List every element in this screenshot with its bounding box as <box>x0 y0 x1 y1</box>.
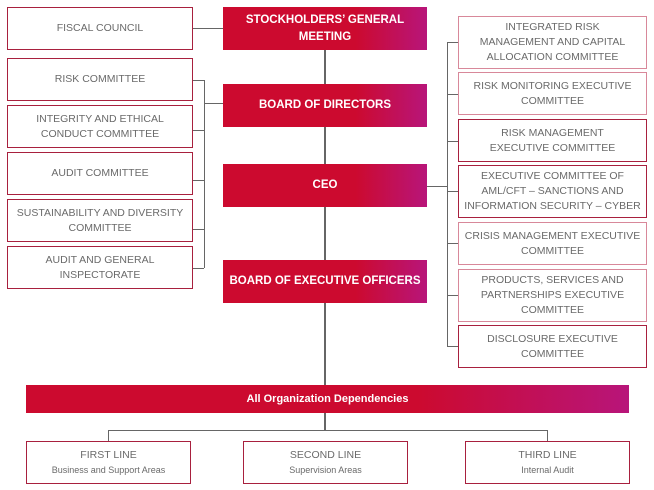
left-tick <box>193 268 204 269</box>
right-tick <box>447 42 458 43</box>
third-line-box: THIRD LINE Internal Audit <box>465 441 630 484</box>
right-tick <box>447 141 458 142</box>
second-line-box: SECOND LINE Supervision Areas <box>243 441 408 484</box>
ceo-right-link <box>426 186 447 187</box>
second-line-subtitle: Supervision Areas <box>289 464 362 475</box>
right-committee-box: RISK MANAGEMENT EXECUTIVE COMMITTEE <box>458 119 647 162</box>
left-committee-box: INTEGRITY AND ETHICAL CONDUCT COMMITTEE <box>7 105 193 148</box>
ceo-box: CEO <box>223 164 427 207</box>
right-committee-box: EXECUTIVE COMMITTEE OF AML/CFT – SANCTIO… <box>458 165 647 218</box>
left-tick <box>193 180 204 181</box>
left-bracket-link <box>204 103 223 104</box>
left-committee-box: SUSTAINABILITY AND DIVERSITY COMMITTEE <box>7 199 193 242</box>
left-tick <box>193 229 204 230</box>
left-tick <box>193 80 204 81</box>
bottom-horizontal <box>108 430 548 431</box>
left-committee-box: RISK COMMITTEE <box>7 58 193 101</box>
right-tick <box>447 295 458 296</box>
right-tick <box>447 191 458 192</box>
stockholders-meeting-box: STOCKHOLDERS’ GENERAL MEETING <box>223 7 427 50</box>
third-line-title: THIRD LINE <box>518 448 577 461</box>
left-committee-box: AUDIT AND GENERAL INSPECTORATE <box>7 246 193 289</box>
right-committee-box: RISK MONITORING EXECUTIVE COMMITTEE <box>458 72 647 115</box>
bottom-tick <box>547 430 548 441</box>
left-committee-box: AUDIT COMMITTEE <box>7 152 193 195</box>
second-line-title: SECOND LINE <box>289 448 362 461</box>
first-line-title: FIRST LINE <box>80 448 137 461</box>
first-line-box: FIRST LINE Business and Support Areas <box>26 441 191 484</box>
right-tick <box>447 243 458 244</box>
bottom-tick <box>108 430 109 441</box>
all-organization-dependencies-bar: All Organization Dependencies <box>26 385 629 413</box>
right-bracket <box>447 42 448 346</box>
right-committee-box: DISCLOSURE EXECUTIVE COMMITTEE <box>458 325 647 368</box>
third-line-subtitle: Internal Audit <box>521 464 574 475</box>
main-vertical-connector <box>324 50 326 430</box>
first-line-subtitle: Business and Support Areas <box>51 464 166 475</box>
fiscal-connector <box>193 28 223 29</box>
right-committee-box: INTEGRATED RISK MANAGEMENT AND CAPITAL A… <box>458 16 647 69</box>
board-of-directors-box: BOARD OF DIRECTORS <box>223 84 427 127</box>
left-bracket <box>204 80 205 268</box>
right-committee-box: CRISIS MANAGEMENT EXECUTIVE COMMITTEE <box>458 222 647 265</box>
board-of-executive-officers-box: BOARD OF EXECUTIVE OFFICERS <box>223 260 427 303</box>
right-committee-box: PRODUCTS, SERVICES AND PARTNERSHIPS EXEC… <box>458 269 647 322</box>
right-tick <box>447 94 458 95</box>
right-tick <box>447 346 458 347</box>
fiscal-council-box: FISCAL COUNCIL <box>7 7 193 50</box>
left-tick <box>193 130 204 131</box>
